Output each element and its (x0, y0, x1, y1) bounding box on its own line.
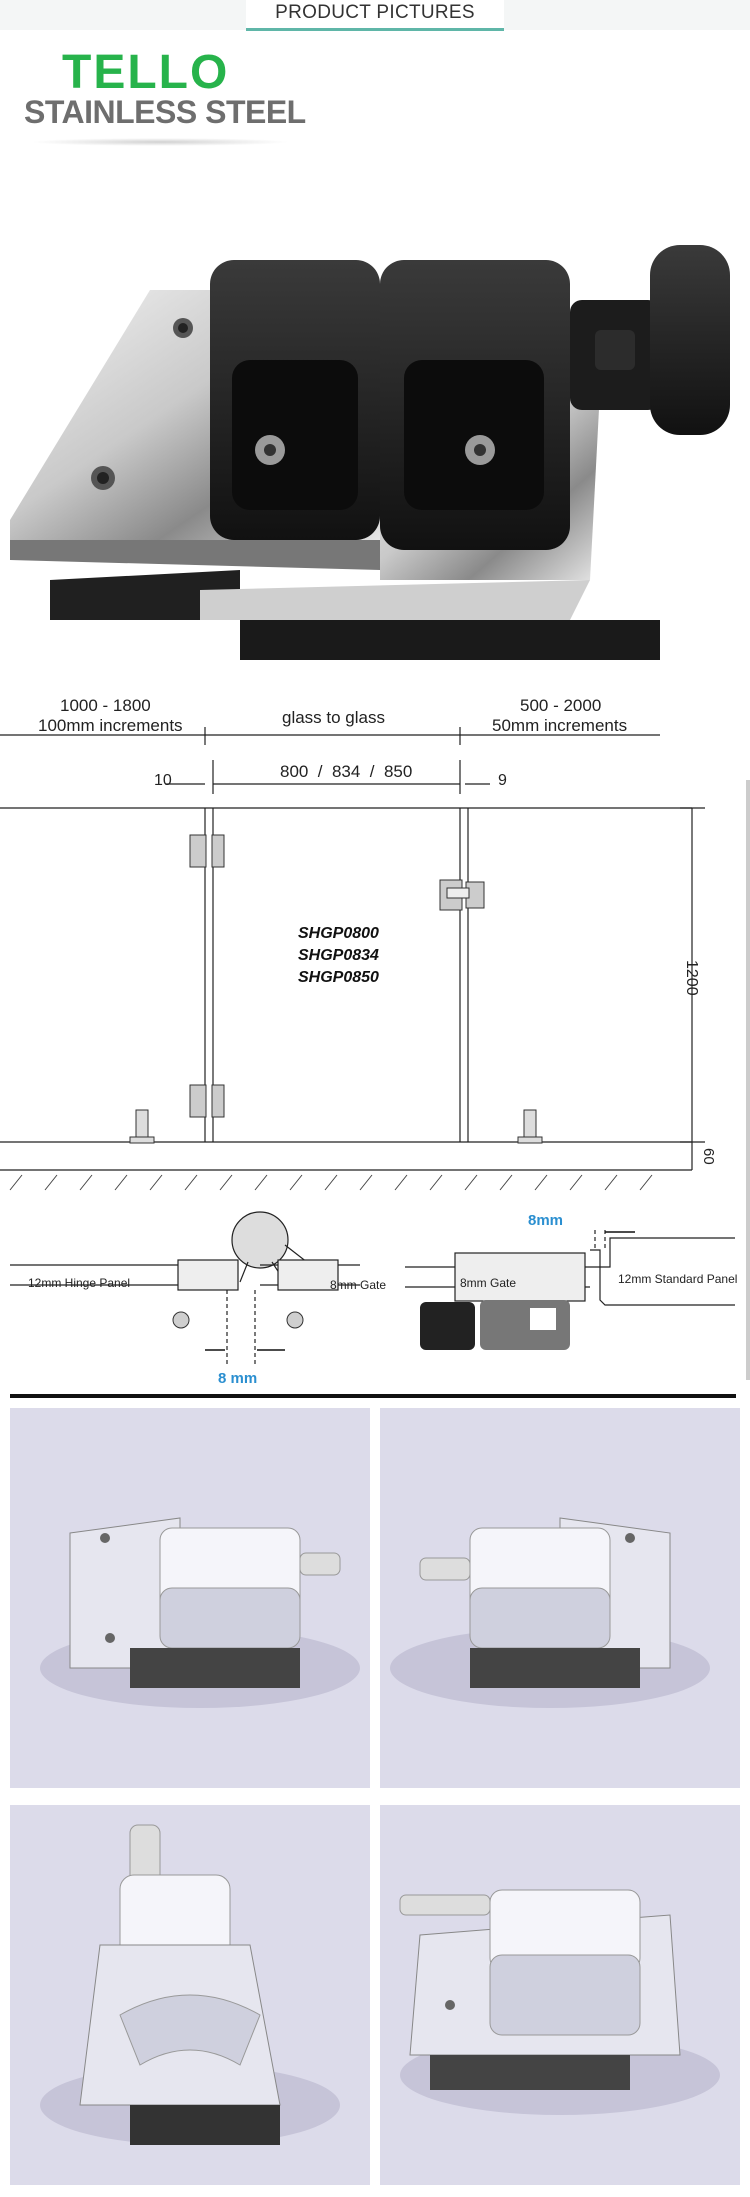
dim-gate-width: 800 / 834 / 850 (280, 762, 413, 781)
label-right-gap: 8mm (528, 1212, 564, 1229)
dim-base: 60 (700, 1148, 717, 1165)
brand-tagline: STAINLESS STEEL (24, 94, 306, 130)
section-divider (10, 1394, 736, 1398)
label-hinge-panel: 12mm Hinge Panel (28, 1276, 131, 1290)
dim-left-range: 1000 - 1800 (60, 696, 151, 715)
label-left-gap: 8 mm (218, 1370, 258, 1387)
header-bar: PRODUCT PICTURES (0, 0, 750, 31)
brand-name: TELLO (62, 46, 230, 99)
product-photo (10, 1408, 370, 1788)
dim-right-range: 500 - 2000 (520, 696, 602, 715)
logo-shadow (30, 138, 290, 146)
dim-left-increments: 100mm increments (38, 716, 183, 735)
tab-product-pictures[interactable]: PRODUCT PICTURES (246, 0, 504, 31)
model-code: SHGP0850 (298, 969, 379, 986)
main-product-photo (0, 150, 750, 670)
product-photo (380, 1408, 740, 1788)
label-standard-panel: 12mm Standard Panel (618, 1272, 738, 1286)
technical-drawing: 1000 - 1800 100mm increments glass to gl… (0, 690, 750, 1387)
label-left-gate: 8mm Gate (330, 1278, 387, 1292)
model-code: SHGP0834 (298, 947, 379, 964)
dim-gap-left: 10 (154, 772, 172, 789)
right-edge-bar (746, 780, 750, 1380)
product-photo (10, 1805, 370, 2185)
dim-gap-right: 9 (498, 772, 507, 789)
dim-glass-to-glass: glass to glass (282, 708, 385, 727)
product-photo (380, 1805, 740, 2185)
dim-right-increments: 50mm increments (492, 716, 628, 735)
dim-height: 1200 (683, 960, 700, 996)
label-right-gate: 8mm Gate (460, 1276, 517, 1290)
model-code: SHGP0800 (298, 925, 379, 942)
